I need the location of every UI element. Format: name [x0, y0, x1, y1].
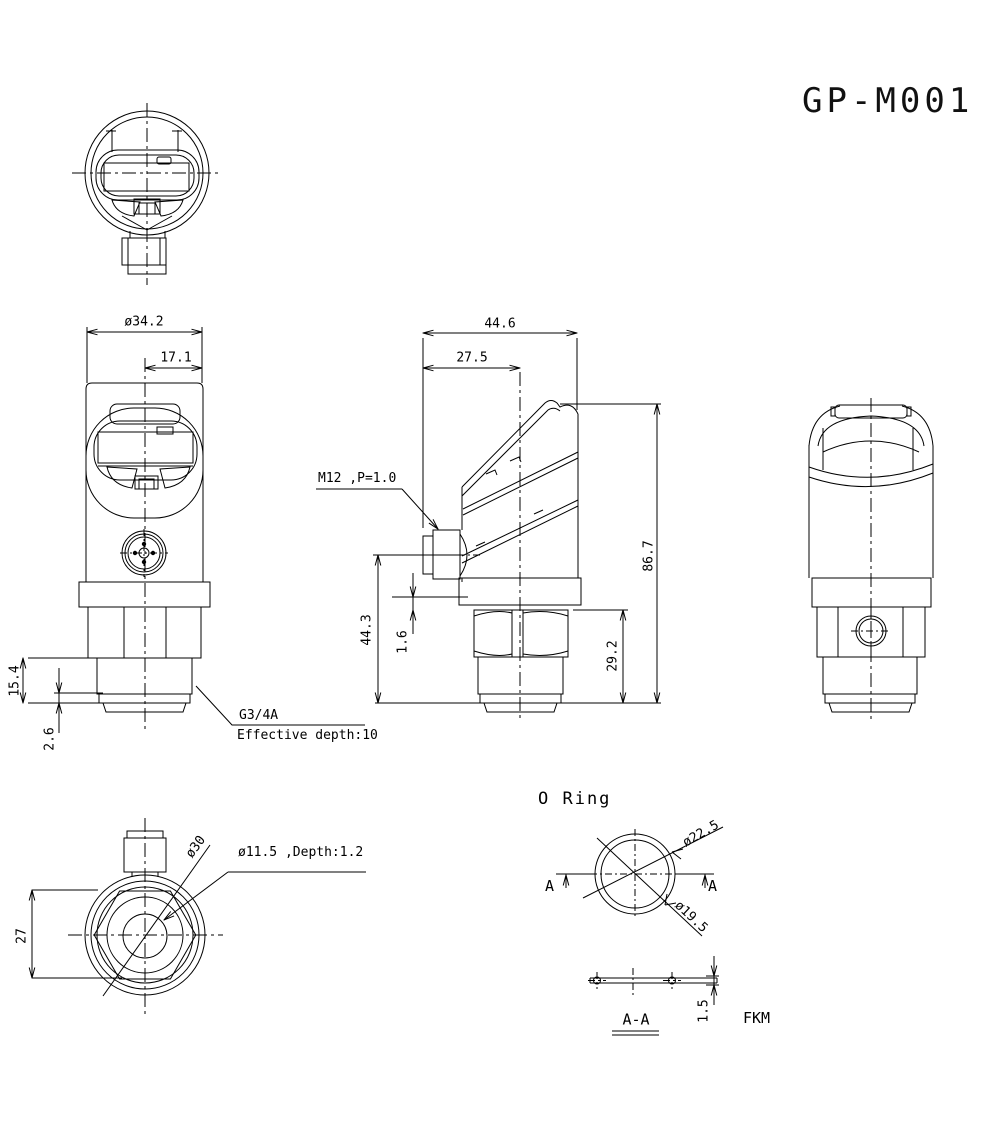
section-label: A-A: [622, 1010, 650, 1029]
section-a-a-view: [588, 956, 719, 1036]
oring-view: [556, 826, 724, 937]
side-dim-total-height: 86.7: [641, 540, 657, 572]
top-view: [72, 103, 222, 285]
front-dim-chamfer: 2.6: [42, 727, 58, 751]
side-dim-gap: 1.6: [395, 630, 411, 654]
front-dim-thread-length: 15.4: [7, 665, 23, 697]
oring-material: FKM: [743, 1009, 771, 1027]
bottom-view: [32, 818, 366, 1014]
bottom-dim-across-flats: 27: [14, 928, 30, 944]
side-dim-mount-height: 29.2: [605, 640, 621, 672]
front-dim-half-width: 17.1: [160, 350, 192, 366]
section-dim-thickness: 1.5: [696, 999, 712, 1023]
front-view: [23, 327, 365, 733]
side-dim-lower-height: 44.3: [359, 614, 375, 646]
back-view: [808, 398, 934, 720]
side-view: [316, 333, 661, 720]
oring-section-marker-left: A: [545, 877, 555, 895]
oring-section-marker-right: A: [708, 877, 718, 895]
oring-title: O Ring: [538, 789, 612, 809]
front-dim-diameter: ø34.2: [124, 314, 164, 330]
drawing-title: GP-M001: [802, 81, 974, 121]
front-thread-note: Effective depth:10: [237, 728, 378, 743]
side-dim-front-depth: 27.5: [456, 350, 488, 366]
side-connector-label: M12 ,P=1.0: [318, 471, 397, 486]
side-dim-depth: 44.6: [484, 316, 516, 332]
bottom-recess-note: ø11.5 ,Depth:1.2: [238, 845, 364, 860]
front-thread-label: G3/4A: [239, 708, 279, 723]
